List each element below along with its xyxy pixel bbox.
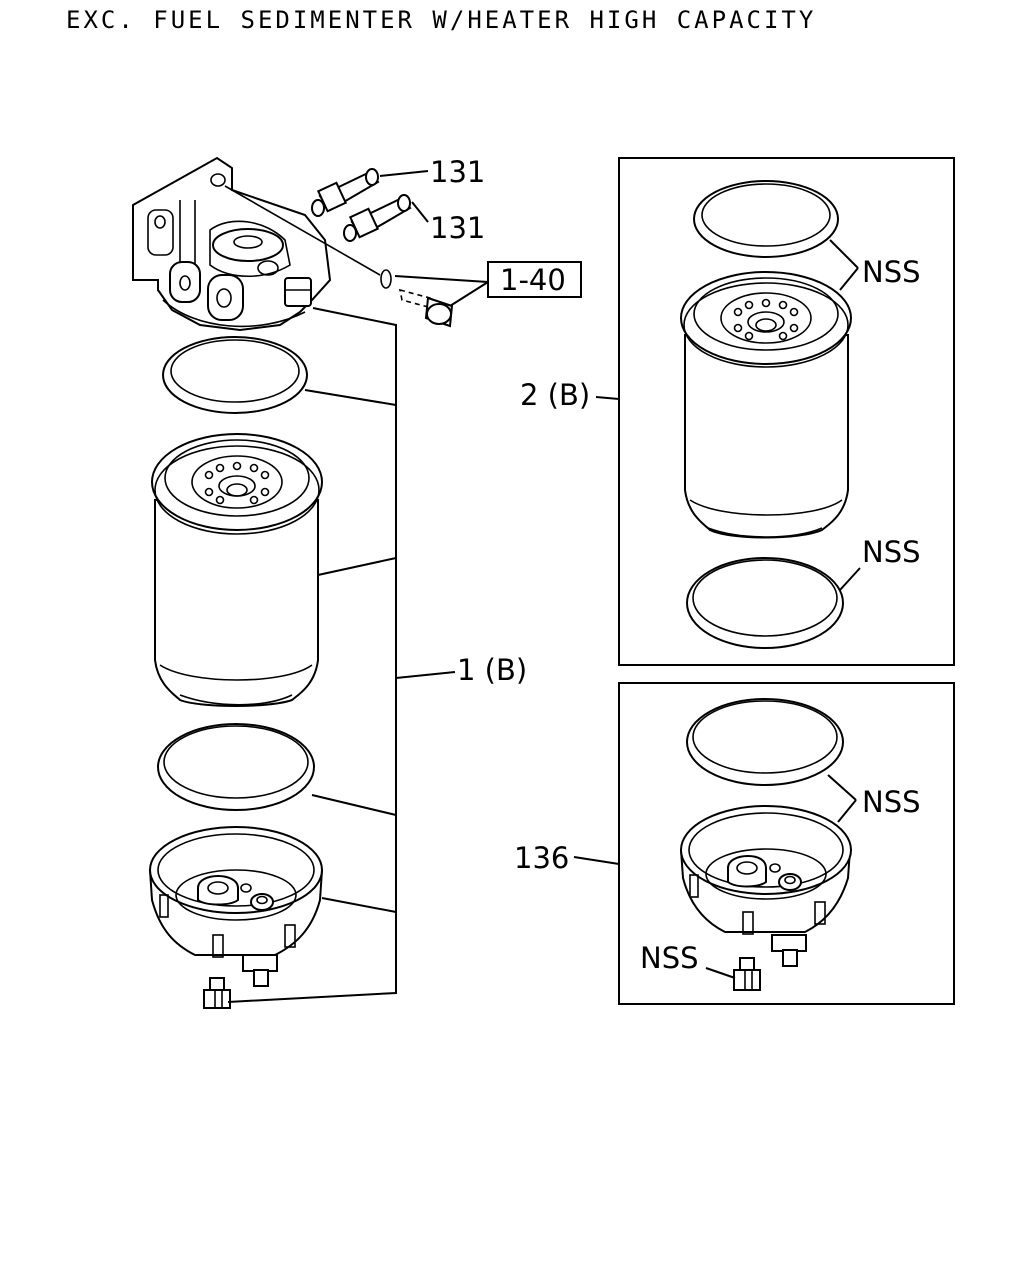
diagram-title: EXC. FUEL SEDIMENTER W/HEATER HIGH CAPAC…: [66, 6, 817, 34]
bowl-kit-o-ring: [686, 698, 844, 786]
callout-nss-element-bottom: NSS: [862, 535, 921, 569]
callout-nss-bowl-drain: NSS: [640, 941, 699, 975]
kit-o-ring-bottom: [686, 557, 844, 649]
callout-nss-bowl-ring: NSS: [862, 785, 921, 819]
kit-filter-element: [680, 271, 852, 539]
filter-element: [151, 433, 323, 707]
bowl-kit-bowl: [679, 805, 852, 967]
banjo-bolt: [380, 269, 454, 328]
bowl-kit-drain-plug: [733, 957, 761, 991]
callout-box-1-40: [487, 261, 582, 298]
callout-131-upper: 131: [430, 155, 485, 189]
callout-2b: 2 (B): [520, 378, 590, 412]
drain-plug: [203, 977, 231, 1009]
callout-136: 136: [514, 841, 569, 875]
sediment-bowl: [148, 826, 324, 987]
callout-1-40: 1-40: [500, 263, 566, 297]
kit-o-ring-top: [693, 180, 839, 258]
hose-fitting-upper: [311, 168, 380, 217]
bowl-kit-panel: [618, 682, 955, 1005]
filter-head: [132, 156, 332, 332]
o-ring-upper: [162, 336, 308, 414]
o-ring-lower: [157, 723, 315, 811]
hose-fitting-lower: [343, 194, 412, 242]
callout-131-lower: 131: [430, 211, 485, 245]
element-kit-panel: [618, 157, 955, 666]
callout-1b: 1 (B): [457, 653, 527, 687]
callout-nss-element-top: NSS: [862, 255, 921, 289]
